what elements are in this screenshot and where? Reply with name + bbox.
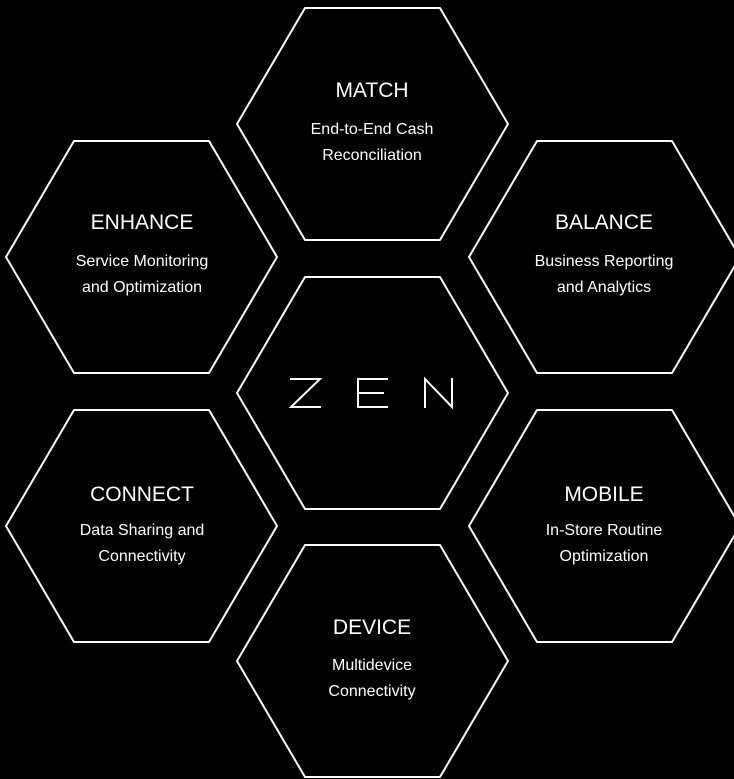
hex-device: DEVICE Multidevice Connectivity — [236, 544, 509, 778]
zen-logo-e — [357, 378, 388, 408]
hex-match-shape — [236, 7, 509, 241]
hex-enhance-shape — [5, 140, 278, 374]
hex-balance-shape — [468, 140, 734, 374]
hex-match-line-1: End-to-End Cash — [311, 121, 434, 138]
hex-mobile: MOBILE In-Store Routine Optimization — [468, 409, 734, 643]
hex-connect-shape — [5, 409, 278, 643]
hex-match: MATCH End-to-End Cash Reconciliation — [236, 7, 509, 241]
hex-connect: CONNECT Data Sharing and Connectivity — [5, 409, 278, 643]
hex-balance-title: BALANCE — [555, 211, 653, 234]
hex-device-shape — [236, 544, 509, 778]
hex-enhance-title: ENHANCE — [91, 211, 194, 234]
hex-device-line-2: Connectivity — [328, 683, 415, 700]
hex-mobile-shape — [468, 409, 734, 643]
hex-match-line-2: Reconciliation — [322, 147, 422, 164]
hex-device-line-1: Multidevice — [332, 657, 412, 674]
zen-logo-n — [424, 376, 453, 410]
hex-enhance: ENHANCE Service Monitoring and Optimizat… — [5, 140, 278, 374]
hex-device-title: DEVICE — [333, 616, 411, 639]
hex-connect-line-1: Data Sharing and — [80, 522, 205, 539]
hex-center — [236, 276, 509, 510]
hex-connect-title: CONNECT — [90, 483, 194, 506]
hex-mobile-line-1: In-Store Routine — [546, 522, 663, 539]
hex-connect-line-2: Connectivity — [98, 548, 185, 565]
hex-mobile-line-2: Optimization — [560, 548, 649, 565]
hex-mobile-title: MOBILE — [564, 483, 643, 506]
hex-balance: BALANCE Business Reporting and Analytics — [468, 140, 734, 374]
hex-enhance-line-1: Service Monitoring — [76, 253, 209, 270]
hex-balance-line-2: and Analytics — [557, 279, 651, 296]
hex-match-title: MATCH — [335, 79, 408, 102]
hex-balance-line-1: Business Reporting — [535, 253, 674, 270]
zen-logo-z — [288, 378, 323, 408]
zen-logo — [288, 376, 453, 410]
hex-enhance-line-2: and Optimization — [82, 279, 202, 296]
